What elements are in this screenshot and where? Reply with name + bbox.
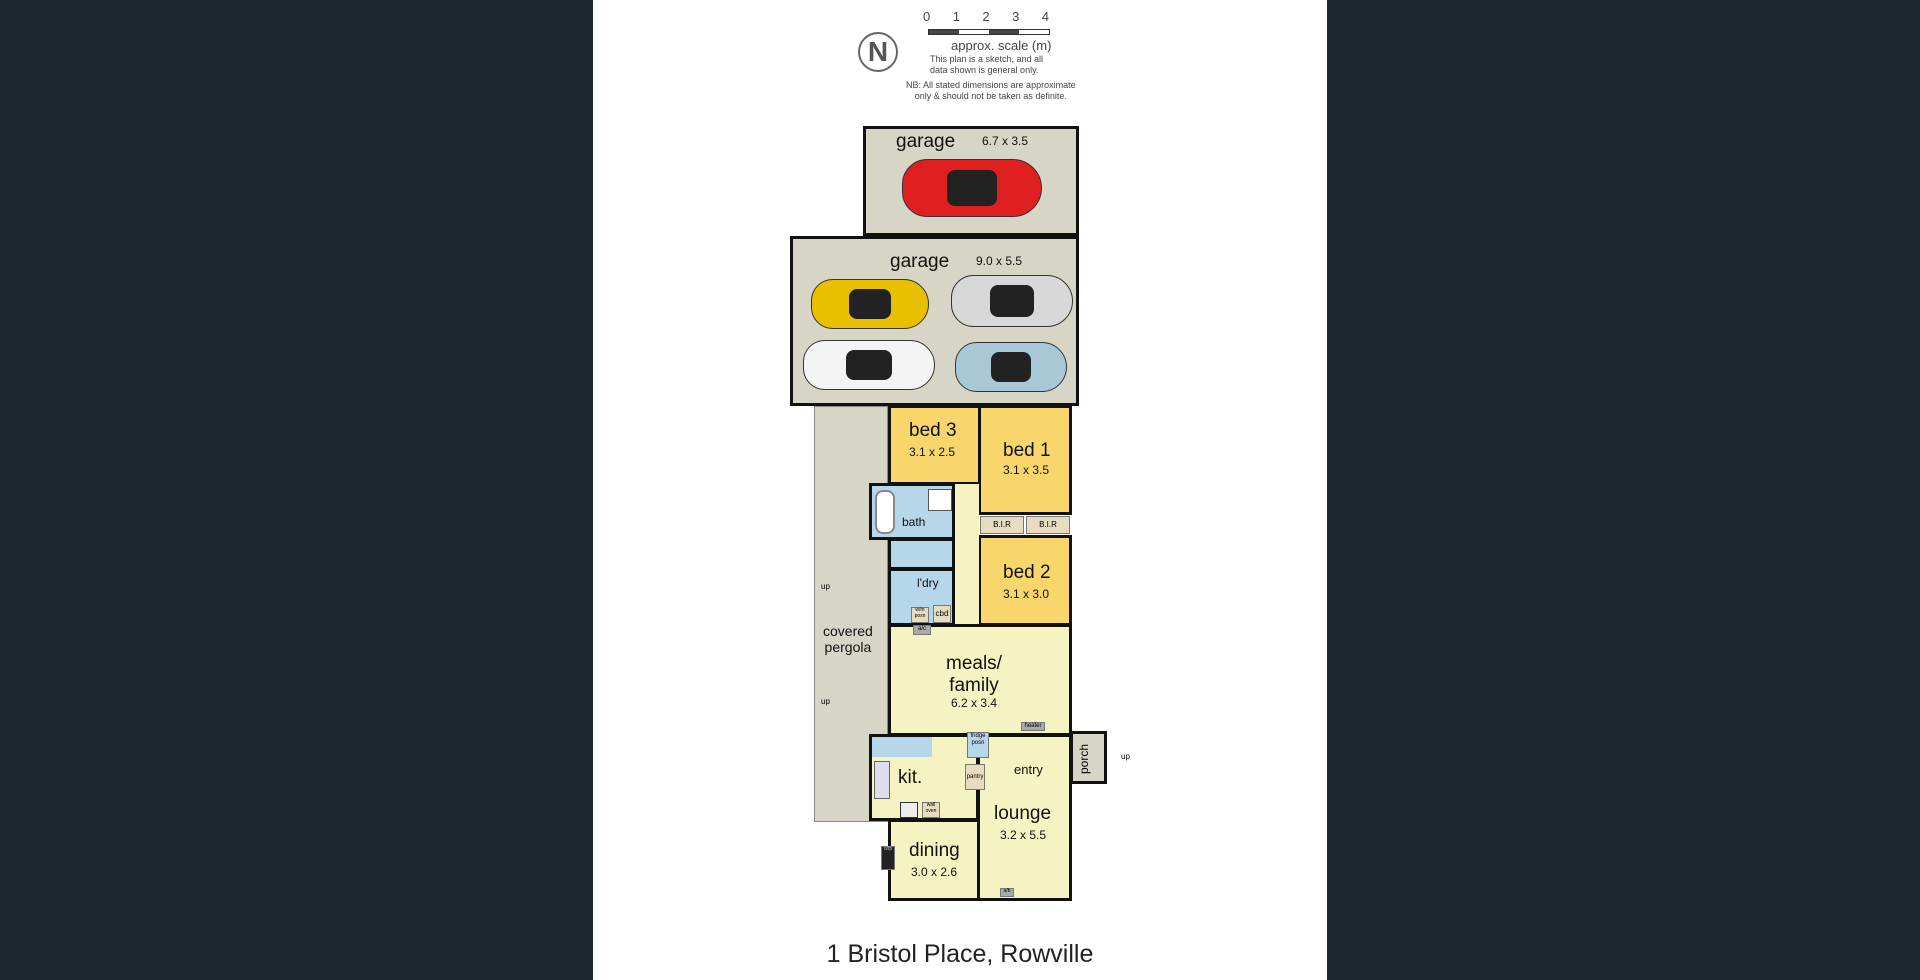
room-name: kit. <box>898 767 923 788</box>
room-dim: 3.0 x 2.6 <box>911 865 958 879</box>
dining: o/fp dining 3.0 x 2.6 <box>881 819 980 901</box>
room-name-line: meals/ <box>946 653 1002 674</box>
kitchen: wall oven kit. <box>869 734 979 821</box>
heater: heater <box>1021 722 1045 731</box>
laundry: l'dry w/m posn cbd <box>888 568 955 626</box>
built-in-robe: B.I.R <box>980 516 1024 534</box>
car-silver <box>951 275 1073 327</box>
covered-pergola: covered pergola up up <box>814 406 888 822</box>
fridge-position: fridge posn <box>967 732 989 758</box>
car-red <box>902 159 1042 217</box>
room-name-line: family <box>949 674 999 696</box>
car-white <box>803 340 935 390</box>
room-dim: 9.0 x 5.5 <box>976 254 1023 268</box>
shower-icon <box>928 489 952 511</box>
tick: 3 <box>1012 9 1020 24</box>
car-yellow <box>811 279 929 329</box>
meals-family-label: meals/ family 6.2 x 3.4 <box>946 653 1002 710</box>
room-name: bed 1 <box>1003 440 1051 461</box>
room-name: bath <box>902 515 926 529</box>
washing-machine-position: w/m posn <box>911 607 929 623</box>
room-dim: 3.2 x 5.5 <box>1000 828 1047 842</box>
tick: 2 <box>982 9 990 24</box>
nb-line: only & should not be taken as definite. <box>914 91 1067 101</box>
tick: 0 <box>923 9 931 24</box>
car-blue <box>955 342 1067 392</box>
property-address: 1 Bristol Place, Rowville <box>826 940 1094 968</box>
tick: 1 <box>952 9 960 24</box>
bed-3: bed 3 3.1 x 2.5 <box>888 405 981 485</box>
room-dim: 6.2 x 3.4 <box>950 695 997 710</box>
room-dim: 3.1 x 3.5 <box>1003 463 1050 477</box>
cooktop-icon <box>900 802 918 818</box>
porch: porch <box>1070 731 1107 784</box>
lounge: entry lounge 3.2 x 5.5 <box>977 734 1072 901</box>
nb-note: NB: All stated dimensions are approximat… <box>906 80 1076 102</box>
toilet <box>888 538 955 570</box>
disclaimer-line: This plan is a sketch, and all <box>930 54 1044 64</box>
air-conditioner: a/c <box>913 625 931 635</box>
cupboard: cbd <box>933 605 951 623</box>
compass-letter: N <box>867 36 889 67</box>
room-name: bed 3 <box>909 420 957 441</box>
scale-ticks: 0 1 2 3 4 <box>923 9 1049 24</box>
room-name: bed 2 <box>1003 562 1051 583</box>
stairs-up-label: up <box>821 697 830 706</box>
bed-2: bed 2 3.1 x 3.0 <box>978 535 1072 626</box>
pergola-line: pergola <box>824 639 872 656</box>
sink-icon <box>874 761 890 799</box>
entry-label: entry <box>1014 762 1043 777</box>
scale-bar <box>928 29 1050 35</box>
kitchen-bench <box>872 737 932 757</box>
built-in-robe: B.I.R <box>1026 516 1070 534</box>
porch-label: porch <box>1077 743 1092 775</box>
nb-line: NB: All stated dimensions are approximat… <box>906 80 1076 90</box>
bathroom: bath <box>869 483 955 540</box>
disclaimer: This plan is a sketch, and all data show… <box>930 54 1043 76</box>
room-dim: 3.1 x 3.0 <box>1003 587 1050 601</box>
bed-1: bed 1 3.1 x 3.5 <box>978 405 1072 515</box>
wall-oven: wall oven <box>922 802 940 818</box>
garage-1: garage 6.7 x 3.5 <box>863 126 1079 236</box>
tick: 4 <box>1041 9 1049 24</box>
pantry: pantry <box>965 764 985 790</box>
room-dim: 6.7 x 3.5 <box>982 134 1029 148</box>
hallway <box>953 484 979 626</box>
room-dim: 3.1 x 2.5 <box>909 445 956 459</box>
garage-2: garage 9.0 x 5.5 <box>790 236 1079 406</box>
pergola-label: covered pergola <box>823 623 873 655</box>
scale-label: approx. scale (m) <box>951 38 1052 53</box>
room-name: garage <box>890 251 950 272</box>
meals-family: meals/ family 6.2 x 3.4 <box>888 624 1072 736</box>
room-name: garage <box>896 131 956 152</box>
compass-icon: N <box>858 32 898 72</box>
room-name: dining <box>909 840 960 861</box>
room-name: l'dry <box>917 576 939 590</box>
air-bricks: a/b <box>1000 888 1014 897</box>
bathtub-icon <box>875 490 895 534</box>
disclaimer-line: data shown is general only. <box>930 65 1039 75</box>
porch-up-label: up <box>1121 752 1130 761</box>
floorplan-sheet: N 0 1 2 3 4 approx. scale (m) This plan is a… <box>593 0 1327 980</box>
room-name: lounge <box>994 803 1052 824</box>
open-fireplace: o/fp <box>881 846 895 870</box>
pergola-line: covered <box>823 623 873 639</box>
stairs-up-label: up <box>821 582 830 591</box>
